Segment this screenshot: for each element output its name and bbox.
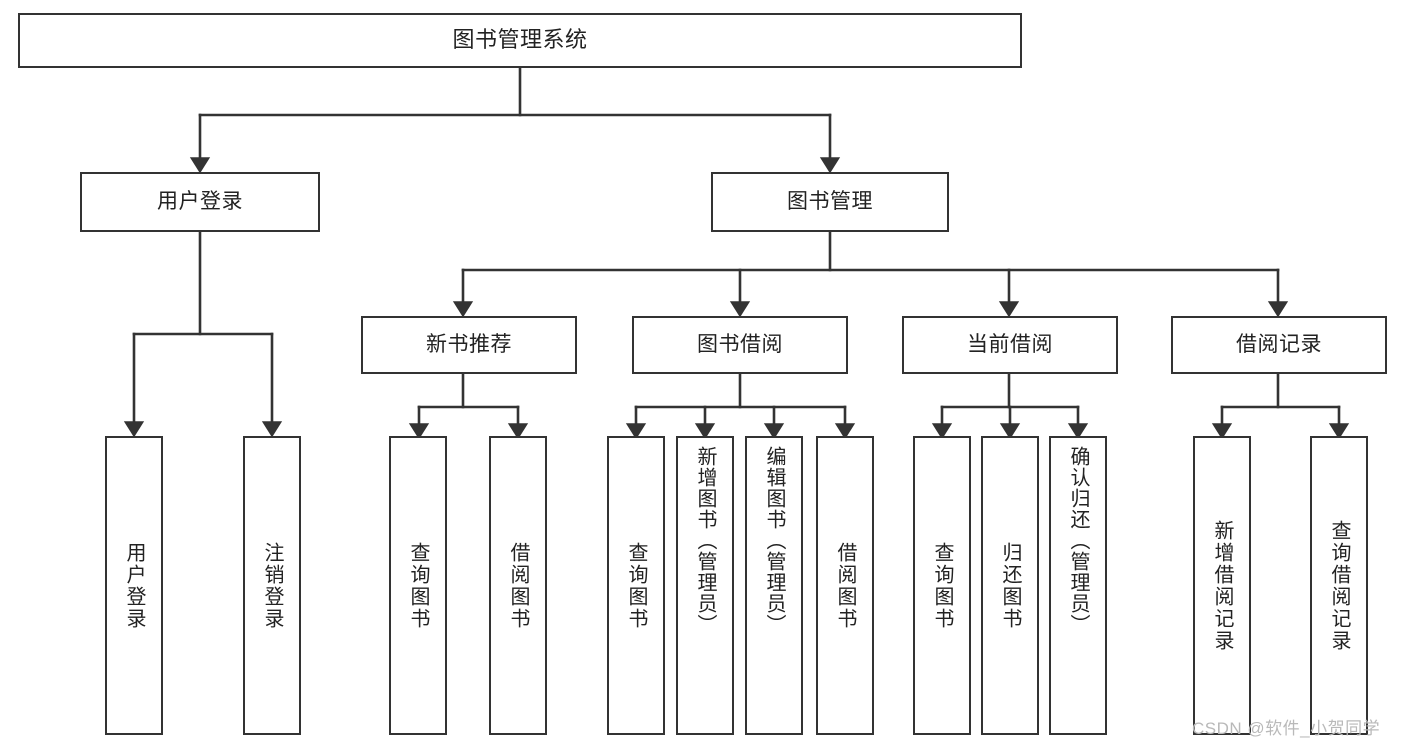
- node-leaf-user-login[interactable]: 用户登录: [105, 436, 163, 735]
- node-label: 编辑图书（管理员）: [763, 446, 785, 635]
- node-label: 查询借阅记录: [1328, 519, 1350, 652]
- node-leaf-borrow-book-2[interactable]: 借阅图书: [816, 436, 874, 735]
- node-label: 新增借阅记录: [1211, 519, 1233, 652]
- node-label: 借阅图书: [507, 541, 529, 630]
- node-label: 新增图书（管理员）: [694, 446, 716, 635]
- node-new-book-recommend[interactable]: 新书推荐: [361, 316, 577, 374]
- node-label: 借阅图书: [834, 541, 856, 630]
- node-leaf-borrow-book-1[interactable]: 借阅图书: [489, 436, 547, 735]
- node-book-borrow[interactable]: 图书借阅: [632, 316, 848, 374]
- node-label: 查询图书: [407, 541, 429, 630]
- node-leaf-query-record[interactable]: 查询借阅记录: [1310, 436, 1368, 735]
- node-book-manage[interactable]: 图书管理: [711, 172, 949, 232]
- node-label: 归还图书: [999, 541, 1021, 630]
- node-current-borrow[interactable]: 当前借阅: [902, 316, 1118, 374]
- node-leaf-add-record[interactable]: 新增借阅记录: [1193, 436, 1251, 735]
- node-leaf-query-book-1[interactable]: 查询图书: [389, 436, 447, 735]
- node-leaf-edit-book[interactable]: 编辑图书（管理员）: [745, 436, 803, 735]
- node-root-book-management-system[interactable]: 图书管理系统: [18, 13, 1022, 68]
- node-user-login[interactable]: 用户登录: [80, 172, 320, 232]
- node-label: 图书管理: [787, 190, 873, 214]
- node-label: 图书借阅: [697, 333, 783, 357]
- node-leaf-query-book-2[interactable]: 查询图书: [607, 436, 665, 735]
- node-label: 新书推荐: [426, 333, 512, 357]
- csdn-watermark: CSDN @软件_小贺同学: [1192, 719, 1381, 738]
- node-label: 图书管理系统: [452, 27, 588, 53]
- node-label: 注销登录: [261, 541, 283, 630]
- node-borrow-record[interactable]: 借阅记录: [1171, 316, 1387, 374]
- node-leaf-query-book-3[interactable]: 查询图书: [913, 436, 971, 735]
- node-leaf-return-book[interactable]: 归还图书: [981, 436, 1039, 735]
- node-label: 当前借阅: [967, 333, 1053, 357]
- node-label: 用户登录: [123, 541, 145, 630]
- node-label: 确认归还（管理员）: [1067, 446, 1089, 635]
- node-leaf-user-logout[interactable]: 注销登录: [243, 436, 301, 735]
- node-leaf-confirm-return[interactable]: 确认归还（管理员）: [1049, 436, 1107, 735]
- node-leaf-add-book[interactable]: 新增图书（管理员）: [676, 436, 734, 735]
- node-label: 查询图书: [625, 541, 647, 630]
- node-label: 查询图书: [931, 541, 953, 630]
- node-label: 用户登录: [157, 190, 243, 214]
- node-label: 借阅记录: [1236, 333, 1322, 357]
